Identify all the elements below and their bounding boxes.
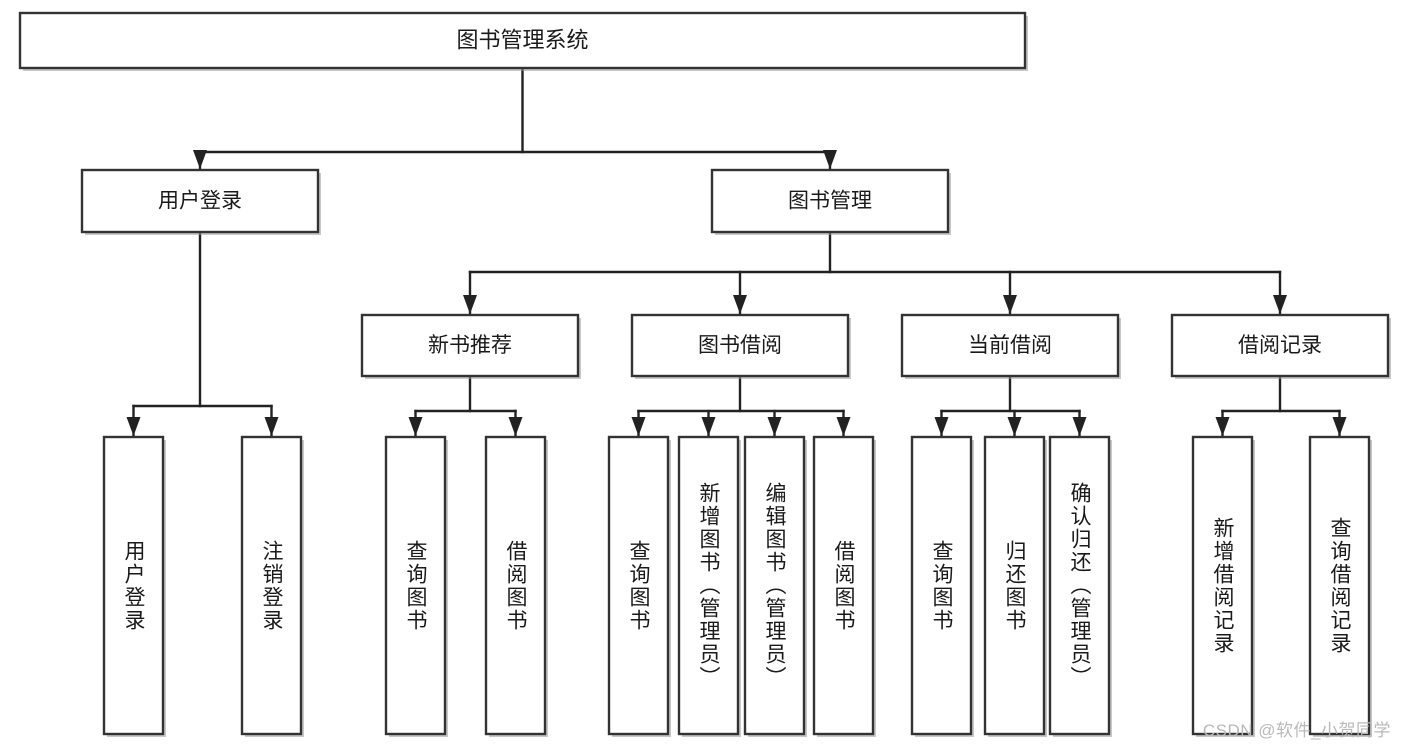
arrowhead-icon [631,417,646,436]
arrowhead-icon [701,417,716,436]
arrowhead-icon [1007,417,1022,436]
node-label-user-login: 用户登录 [158,190,242,213]
arrowhead-icon [1215,417,1230,436]
arrowhead-icon [408,417,423,436]
node-boxes [18,11,1391,737]
leaf-box-leaf-query-book-current[interactable] [910,435,973,736]
connector-lines [126,66,1347,437]
arrowhead-icon [126,417,141,436]
node-box-current-borrow[interactable] [900,313,1120,378]
arrowhead-icon [193,150,207,169]
arrowhead-icon [1003,295,1017,314]
leaf-box-leaf-borrow-book[interactable] [812,435,875,736]
leaf-box-leaf-add-book[interactable] [677,435,740,736]
arrowhead-icon [463,295,477,314]
arrowhead-icon [733,295,747,314]
arrowhead-icon [767,417,782,436]
node-box-new-book-recommend[interactable] [360,313,580,378]
arrowhead-icon [1072,417,1087,436]
leaf-box-leaf-return-book[interactable] [983,435,1046,736]
leaf-box-leaf-query-record[interactable] [1308,435,1371,736]
title-label-root: 图书管理系统 [456,27,588,52]
arrowhead-icon [508,417,523,436]
leaf-box-leaf-edit-book[interactable] [743,435,806,736]
leaf-box-leaf-logout[interactable] [240,435,303,736]
node-label-book-borrow: 图书借阅 [698,334,782,357]
node-box-user-login[interactable] [80,168,320,234]
arrowhead-icon [836,417,851,436]
node-box-book-manage[interactable] [710,168,950,234]
node-label-book-manage: 图书管理 [788,190,872,213]
arrowhead-icon [1332,417,1347,436]
leaf-box-leaf-confirm-return[interactable] [1048,435,1111,736]
node-box-borrow-record[interactable] [1170,313,1390,378]
leaf-box-leaf-add-record[interactable] [1191,435,1254,736]
arrowhead-icon [934,417,949,436]
arrowhead-icon [1273,295,1287,314]
leaf-box-leaf-borrow-book-recommend[interactable] [484,435,547,736]
watermark-text: CSDN @软件_小贺同学 [1202,721,1391,740]
leaf-box-leaf-user-login[interactable] [102,435,165,736]
node-box-root[interactable] [18,11,1027,70]
arrowhead-icon [264,417,279,436]
leaf-box-leaf-query-book-recommend[interactable] [384,435,447,736]
leaf-box-leaf-query-book-borrow[interactable] [607,435,670,736]
node-label-new-book-recommend: 新书推荐 [428,334,512,357]
arrowhead-icon [823,150,837,169]
node-box-book-borrow[interactable] [630,313,850,378]
node-label-borrow-record: 借阅记录 [1238,334,1322,357]
node-label-current-borrow: 当前借阅 [968,334,1052,357]
